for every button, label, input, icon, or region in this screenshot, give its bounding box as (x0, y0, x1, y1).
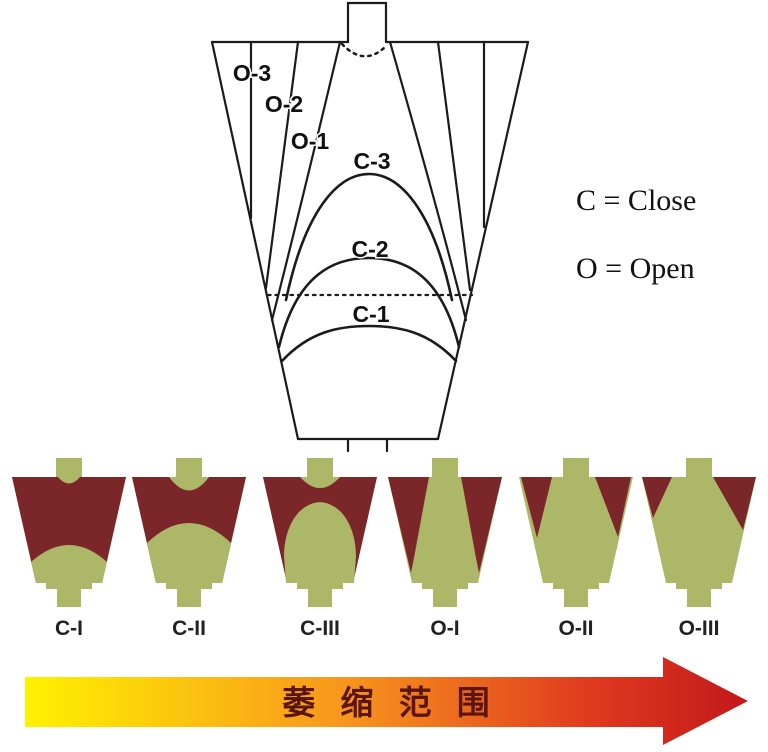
divider-right-o1 (388, 40, 468, 322)
atrophy-arrow: 萎 缩 范 围 (25, 657, 748, 745)
green-overlay-c2 (147, 477, 231, 583)
stage-green-overlays (31, 477, 356, 583)
red-region-o1 (388, 477, 502, 573)
arc-c3 (284, 172, 454, 302)
zone-label-c2: C-2 (351, 236, 388, 262)
divider-right-o2 (436, 40, 472, 292)
zone-label-o2: O-2 (265, 91, 303, 117)
zone-label-o1: O-1 (291, 128, 330, 154)
zone-label-c1: C-1 (352, 301, 389, 327)
funnel-side-edges (210, 40, 530, 441)
arc-c1 (280, 324, 458, 363)
legend-open: O = Open (576, 252, 695, 285)
stage-row: C-I C-II C-III O-I O-II O-III (12, 458, 756, 640)
legend-close: C = Close (576, 184, 697, 217)
stage-label-c1: C-I (55, 617, 83, 640)
dotted-arc (340, 42, 389, 58)
arrow-shape (25, 657, 748, 745)
stage-label-o1: O-I (430, 617, 459, 640)
arc-c2 (277, 256, 461, 349)
funnel-top-stem (346, 1, 388, 44)
legend: C = Close O = Open (576, 186, 696, 322)
zone-label-o3: O-3 (233, 60, 271, 86)
stage-label-c3: C-III (300, 617, 340, 640)
funnel-bottom-stem (296, 437, 440, 453)
red-region-o2 (521, 477, 631, 538)
zone-label-c3: C-3 (353, 148, 390, 174)
funnel-outline (210, 1, 530, 453)
divider-left-o1 (270, 40, 342, 322)
divider-left-o2 (264, 40, 300, 290)
stage-red-regions (12, 477, 756, 583)
stage-label-c2: C-II (172, 617, 206, 640)
arrow-label: 萎 缩 范 围 (282, 684, 498, 721)
green-overlay-c1 (31, 477, 107, 583)
funnel-diagram: O-3 O-2 O-1 C-3 C-2 C-1 (210, 1, 530, 453)
green-overlay-c3 (284, 477, 356, 583)
stage-label-o2: O-II (559, 617, 594, 640)
stage-label-o3: O-III (679, 617, 720, 640)
red-region-o3 (642, 477, 756, 530)
